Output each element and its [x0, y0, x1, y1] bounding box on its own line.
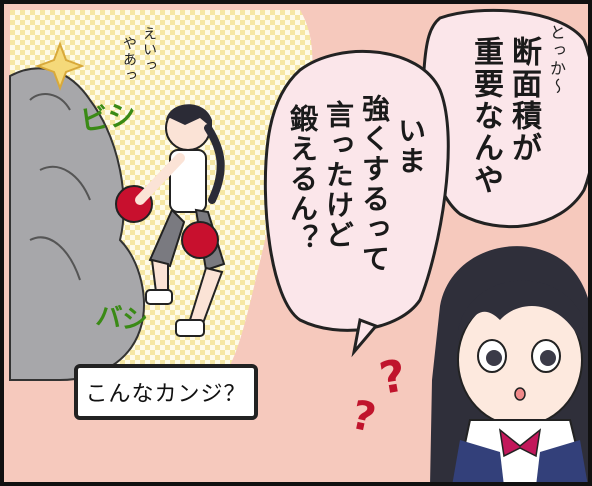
- kid-shout-line-2: やあっ: [121, 36, 137, 84]
- kid-boxer: [115, 104, 226, 337]
- speech-bubble-question: [263, 49, 450, 332]
- sfx-bashi: バシ: [94, 301, 150, 337]
- girl-character: [430, 246, 592, 486]
- sfx-bishi: ビシ: [78, 97, 139, 138]
- bubble-main-line-1: 断面積が: [506, 36, 541, 164]
- caption-box: こんなカンジ？: [74, 364, 258, 420]
- boxing-glove-right: [181, 221, 219, 259]
- bubble-question-line-3: 言ったけど: [322, 100, 355, 250]
- bubble-question-line-4: 鍛えるん？: [286, 104, 319, 254]
- bubble-main-line-2: 重要なんや: [468, 36, 503, 196]
- bubble-question-line-2: 強くするって: [358, 94, 391, 274]
- stone-statue: [9, 67, 145, 381]
- bubble-question-line-1: いま: [394, 116, 427, 176]
- aside-text: とっか〜: [547, 24, 566, 96]
- sparkle-icon: [35, 41, 85, 91]
- kid-shout-line-1: えいっ: [141, 26, 157, 74]
